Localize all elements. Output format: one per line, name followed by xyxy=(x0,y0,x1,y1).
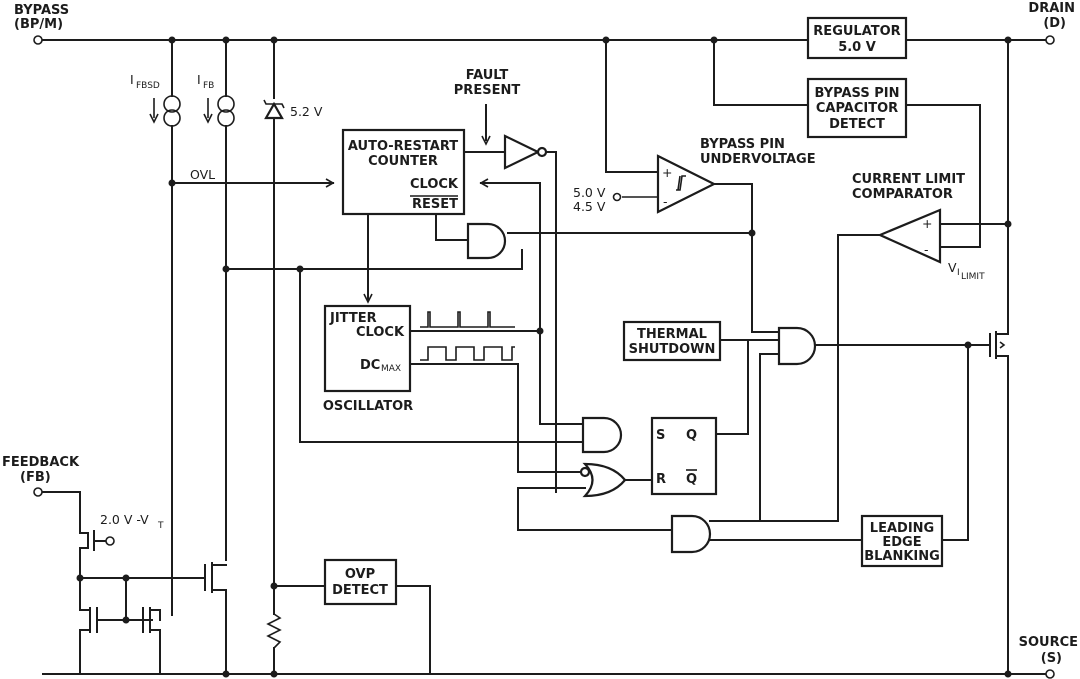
svg-text:S: S xyxy=(656,428,665,443)
svg-text:FB: FB xyxy=(203,81,214,91)
svg-text:Q: Q xyxy=(686,428,697,443)
svg-text:COMPARATOR: COMPARATOR xyxy=(852,187,953,202)
svg-text:UNDERVOLTAGE: UNDERVOLTAGE xyxy=(700,152,816,167)
svg-text:CLOCK: CLOCK xyxy=(410,177,459,192)
regulator-block: REGULATOR 5.0 V xyxy=(806,16,908,60)
pin-bypass: BYPASS (BP/M) xyxy=(14,3,69,45)
bypass-undervoltage-comparator-icon: + - xyxy=(656,154,717,214)
svg-text:I: I xyxy=(957,268,960,278)
bypass-undervoltage-label: BYPASS PIN UNDERVOLTAGE xyxy=(700,137,816,167)
svg-text:(S): (S) xyxy=(1041,651,1062,666)
current-source-ifbsd: I FBSD xyxy=(130,72,181,127)
set-and-gate-icon xyxy=(581,416,623,454)
current-limit-label: CURRENT LIMIT COMPARATOR xyxy=(852,172,965,202)
ovp-detect-block: OVP DETECT xyxy=(323,558,398,606)
auto-restart-counter-block: AUTO-RESTART COUNTER CLOCK RESET xyxy=(341,128,466,216)
current-source-ifb: I FB xyxy=(197,72,235,127)
svg-text:DETECT: DETECT xyxy=(829,117,885,132)
svg-text:DRAIN: DRAIN xyxy=(1028,1,1075,16)
current-mirror-right-icon xyxy=(142,607,161,633)
output-and-gate-icon xyxy=(777,326,817,366)
svg-text:OVL: OVL xyxy=(190,167,215,182)
pin-drain: DRAIN (D) xyxy=(1028,1,1075,45)
fault-present-label: FAULT PRESENT xyxy=(454,68,521,98)
power-mosfet-icon xyxy=(989,331,1009,359)
svg-text:FAULT: FAULT xyxy=(466,68,509,83)
pin-source: SOURCE (S) xyxy=(1019,635,1078,679)
reset-and-gate-icon xyxy=(466,222,507,260)
svg-text:BLANKING: BLANKING xyxy=(864,549,940,564)
svg-text:RESET: RESET xyxy=(412,197,458,212)
reset-or-gate-icon xyxy=(579,462,627,498)
svg-text:OSCILLATOR: OSCILLATOR xyxy=(323,399,413,414)
svg-text:LEADING: LEADING xyxy=(870,521,934,536)
fault-present-arrow-icon xyxy=(481,135,491,146)
svg-text:I: I xyxy=(130,72,134,87)
svg-text:FEEDBACK: FEEDBACK xyxy=(2,455,80,470)
undervoltage-reference: 5.0 V 4.5 V xyxy=(573,185,622,214)
svg-text:(FB): (FB) xyxy=(20,470,51,485)
svg-text:JITTER: JITTER xyxy=(329,311,377,326)
feedback-mosfet-icon: 2.0 V -V T xyxy=(79,512,164,551)
leading-edge-blanking-block: LEADING EDGE BLANKING xyxy=(860,514,944,568)
clock-waveform-icon xyxy=(420,311,515,328)
svg-text:5.0 V: 5.0 V xyxy=(838,40,876,55)
svg-text:EDGE: EDGE xyxy=(882,535,921,550)
svg-text:OVP: OVP xyxy=(345,567,375,582)
svg-text:DC: DC xyxy=(360,358,380,373)
svg-text:R: R xyxy=(656,472,666,487)
svg-text:+: + xyxy=(662,165,672,180)
svg-text:AUTO-RESTART: AUTO-RESTART xyxy=(348,139,458,154)
svg-text:-: - xyxy=(663,194,668,209)
bypass-capacitor-detect-block: BYPASS PIN CAPACITOR DETECT xyxy=(806,77,908,139)
svg-text:I: I xyxy=(197,72,201,87)
svg-text:+: + xyxy=(922,216,932,231)
svg-text:Q: Q xyxy=(686,472,697,487)
svg-text:LIMIT: LIMIT xyxy=(961,272,985,282)
oscillator-arrow-icon xyxy=(363,293,373,304)
blanking-and-gate-icon xyxy=(670,514,712,554)
svg-text:-: - xyxy=(924,242,929,257)
svg-text:T: T xyxy=(157,521,164,531)
svg-text:CURRENT LIMIT: CURRENT LIMIT xyxy=(852,172,965,187)
svg-text:PRESENT: PRESENT xyxy=(454,83,521,98)
svg-text:(D): (D) xyxy=(1043,16,1066,31)
svg-text:COUNTER: COUNTER xyxy=(368,154,438,169)
vilimit-label: V I LIMIT xyxy=(948,260,985,282)
svg-text:V: V xyxy=(948,260,957,275)
thermal-shutdown-block: THERMAL SHUTDOWN xyxy=(622,320,722,362)
ovl-mosfet-icon xyxy=(204,562,227,593)
svg-text:BYPASS PIN: BYPASS PIN xyxy=(815,86,900,101)
sr-latch-block: S R Q Q xyxy=(582,416,718,496)
clock-arrow-icon xyxy=(479,178,489,188)
svg-text:5.2 V: 5.2 V xyxy=(290,104,323,119)
svg-text:CAPACITOR: CAPACITOR xyxy=(816,101,898,116)
ovl-label: OVL xyxy=(190,167,335,188)
svg-text:2.0 V -V: 2.0 V -V xyxy=(100,512,149,527)
svg-text:CLOCK: CLOCK xyxy=(356,325,405,340)
svg-text:DETECT: DETECT xyxy=(332,583,388,598)
zener-diode-icon: 5.2 V xyxy=(263,99,323,120)
svg-text:4.5 V: 4.5 V xyxy=(573,199,606,214)
svg-text:MAX: MAX xyxy=(381,364,401,374)
svg-text:BYPASS: BYPASS xyxy=(14,3,69,18)
dc-max-waveform-icon xyxy=(420,346,515,361)
resistor-icon xyxy=(266,613,282,649)
svg-text:REGULATOR: REGULATOR xyxy=(813,24,900,39)
current-mirror-left-icon xyxy=(79,607,98,633)
wires xyxy=(42,39,1046,675)
svg-text:FBSD: FBSD xyxy=(136,81,160,91)
svg-text:SOURCE: SOURCE xyxy=(1019,635,1078,650)
svg-text:5.0 V: 5.0 V xyxy=(573,185,606,200)
svg-text:BYPASS PIN: BYPASS PIN xyxy=(700,137,785,152)
svg-text:SHUTDOWN: SHUTDOWN xyxy=(629,342,716,357)
svg-text:THERMAL: THERMAL xyxy=(637,327,707,342)
fault-inverter-icon xyxy=(503,134,548,170)
junction-dots xyxy=(76,36,1012,678)
pin-feedback: FEEDBACK (FB) xyxy=(2,455,80,497)
svg-text:(BP/M): (BP/M) xyxy=(14,17,63,32)
current-limit-comparator-icon: + - xyxy=(877,208,942,264)
oscillator-block: JITTER CLOCK DC MAX OSCILLATOR xyxy=(323,304,413,414)
